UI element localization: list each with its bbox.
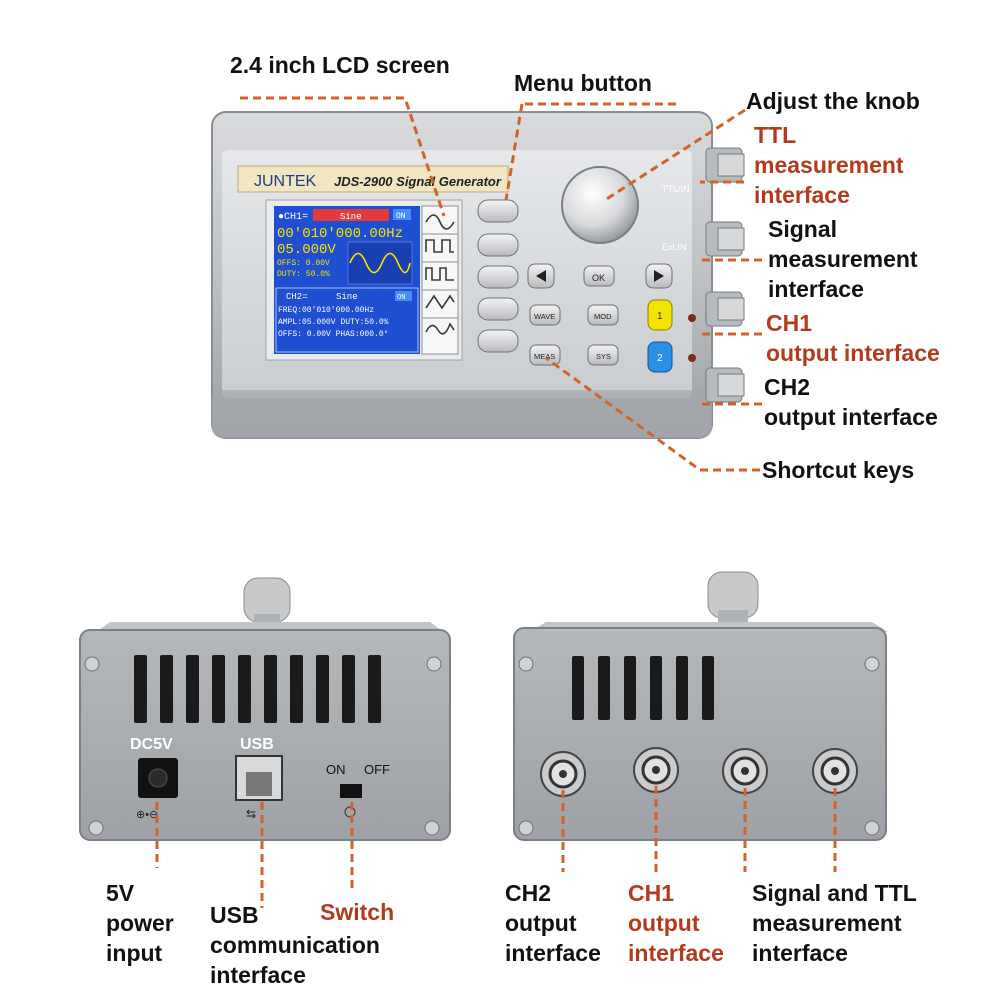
screw [84, 656, 100, 672]
callout-adjust-knob: Adjust the knob [746, 88, 920, 114]
callout-power-input: 5V power input [106, 880, 174, 966]
callout-ttl-interface: TTL measurement interface [754, 122, 904, 208]
ch1-led [688, 314, 696, 322]
ch1-key [647, 299, 673, 331]
svg-text:OK: OK [592, 273, 605, 283]
callout-usb-interface: USB communication interface [210, 902, 380, 988]
meas-key [529, 344, 561, 366]
svg-text:WAVE: WAVE [534, 312, 555, 321]
svg-text:SYS: SYS [596, 352, 611, 361]
svg-text:MEAS: MEAS [534, 352, 555, 361]
svg-text:CH2=: CH2= [286, 292, 308, 302]
svg-text:AMPL:05.000V DUTY:50.0%: AMPL:05.000V DUTY:50.0% [278, 318, 389, 327]
svg-text:Sine: Sine [336, 292, 358, 302]
screw [864, 820, 880, 836]
callout-switch: Switch [320, 899, 395, 925]
svg-text:05.000V: 05.000V [277, 242, 336, 258]
svg-text:ON: ON [396, 212, 406, 221]
power-switch [340, 784, 362, 798]
rear-vents-left [134, 655, 381, 723]
callout-shortcut-keys: Shortcut keys [762, 457, 915, 483]
callout-ch1-interface: CH1 output interface [766, 310, 940, 366]
callout-signal-interface: Signal measurement interface [768, 216, 918, 302]
bnc-ch2-rear [540, 751, 586, 797]
menu-button-4 [477, 297, 519, 321]
ttl-in-mark: TTL/IN [662, 184, 690, 194]
screw [518, 656, 534, 672]
sys-key [587, 344, 619, 366]
svg-text:OFFS: 0.00V PHAS:000.0°: OFFS: 0.00V PHAS:000.0° [278, 330, 388, 339]
right-arrow-icon [654, 270, 664, 282]
lcd-sine-trace [349, 252, 411, 274]
on-label: ON [326, 762, 346, 777]
svg-text:OFFS: 0.00V: OFFS: 0.00V [277, 259, 330, 268]
rear-vents-right [572, 656, 714, 720]
menu-buttons[interactable] [477, 199, 519, 353]
pulse-wave-icon [425, 267, 454, 281]
menu-button-1 [477, 199, 519, 223]
callout-ch2-interface: CH2 output interface [764, 374, 938, 430]
svg-text:●CH1=: ●CH1= [278, 212, 308, 223]
menu-button-2 [477, 233, 519, 257]
svg-text:2: 2 [657, 353, 663, 364]
triangle-wave-icon [425, 294, 455, 310]
svg-text:⇆: ⇆ [246, 807, 256, 821]
sine-wave-icon [425, 214, 455, 230]
svg-text:Sine: Sine [340, 212, 362, 222]
ch2-key [647, 341, 673, 373]
usb-label: USB [240, 736, 274, 753]
svg-text:⊕•⊖: ⊕•⊖ [136, 809, 158, 821]
svg-text:ON: ON [397, 294, 405, 302]
leader-lines [155, 96, 837, 908]
bnc-ttl-rear [812, 748, 858, 794]
arb-wave-icon [425, 322, 455, 335]
adjust-knob [561, 166, 639, 244]
callout-rear-ch1: CH1 output interface [628, 880, 724, 966]
callout-lcd-screen: 2.4 inch LCD screen [230, 52, 450, 78]
callout-rear-signal-ttl: Signal and TTL measurement interface [752, 880, 917, 966]
mod-key [587, 304, 619, 326]
svg-text:MOD: MOD [594, 312, 612, 321]
svg-text:FREQ:00'010'000.00Hz: FREQ:00'010'000.00Hz [278, 306, 374, 315]
title-strip [237, 165, 509, 193]
side-connectors [705, 147, 745, 403]
menu-button-3 [477, 265, 519, 289]
screw [518, 820, 534, 836]
bnc-signal-rear [722, 748, 768, 794]
screw [864, 656, 880, 672]
ch2-led [688, 354, 696, 362]
wave-key [529, 304, 561, 326]
callout-rear-ch2: CH2 output interface [505, 880, 601, 966]
model-text: JDS-2900 Signal Generator [334, 174, 502, 189]
brand-text: JUNTEK [254, 173, 317, 190]
rear-panel-right [513, 627, 887, 841]
dc5v-label: DC5V [130, 736, 173, 753]
left-arrow-icon [536, 270, 546, 282]
square-wave-icon [425, 239, 454, 253]
ok-key [583, 265, 615, 287]
svg-text:1: 1 [657, 311, 663, 322]
screw [426, 656, 442, 672]
svg-text:DUTY: 50.0%: DUTY: 50.0% [277, 270, 330, 279]
screw [88, 820, 104, 836]
off-label: OFF [364, 762, 390, 777]
ext-in-mark: Ext.IN [662, 242, 687, 252]
svg-text:00'010'000.00Hz: 00'010'000.00Hz [277, 226, 403, 242]
callout-menu-button: Menu button [514, 70, 652, 96]
bnc-ch1-rear [633, 747, 679, 793]
screw [424, 820, 440, 836]
menu-button-5 [477, 329, 519, 353]
